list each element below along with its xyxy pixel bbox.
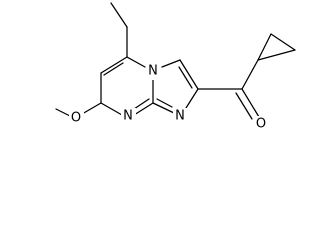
molecule-structure: N N N O O — [55, 2, 296, 133]
ring-bond-c2-n1 — [185, 88, 199, 109]
atom-n-bridgehead: N — [148, 64, 158, 79]
ring-bond-n1-c8a-double — [156, 98, 173, 108]
ring-bond-n8-c8a — [133, 102, 154, 116]
ring-bond-n8-c8a-double — [133, 98, 150, 110]
ring-bond-c5-c6 — [100, 56, 128, 74]
ring-bond-c3-c2 — [179, 59, 199, 90]
atom-labels: N N N O O — [69, 63, 269, 133]
carbonyl-c-o-double — [235, 92, 253, 120]
methoxy-o-ch3-bond — [55, 108, 71, 117]
ethyl-ch3-bond — [110, 2, 128, 28]
atom-n-imidazole: N — [175, 109, 185, 124]
cyclopropyl-attach-bond — [241, 59, 259, 90]
ring-bond-n1-c8a — [152, 102, 175, 114]
methoxy-c-o-bond — [81, 102, 102, 115]
ring-bond-n4-c3 — [161, 59, 181, 68]
structure-canvas: N N N O O — [55, 2, 296, 133]
atom-o-methoxy: O — [71, 111, 81, 126]
atom-o-carbonyl: O — [256, 117, 266, 132]
cyclopropyl-bond-a — [257, 33, 272, 61]
cyclopropyl-bond-b — [270, 33, 296, 51]
ring-bond-n4-c5 — [126, 56, 146, 68]
ring-bond-c7-n8 — [100, 102, 123, 116]
bonds — [55, 2, 296, 120]
cyclopropyl-bond-c — [257, 49, 296, 61]
ring-bond-c5-c6-double — [103, 62, 124, 76]
carbonyl-c-o-bond — [241, 88, 260, 118]
ring-bond-c3-c2-double — [178, 66, 193, 89]
atom-n-pyrimidine: N — [123, 109, 133, 124]
